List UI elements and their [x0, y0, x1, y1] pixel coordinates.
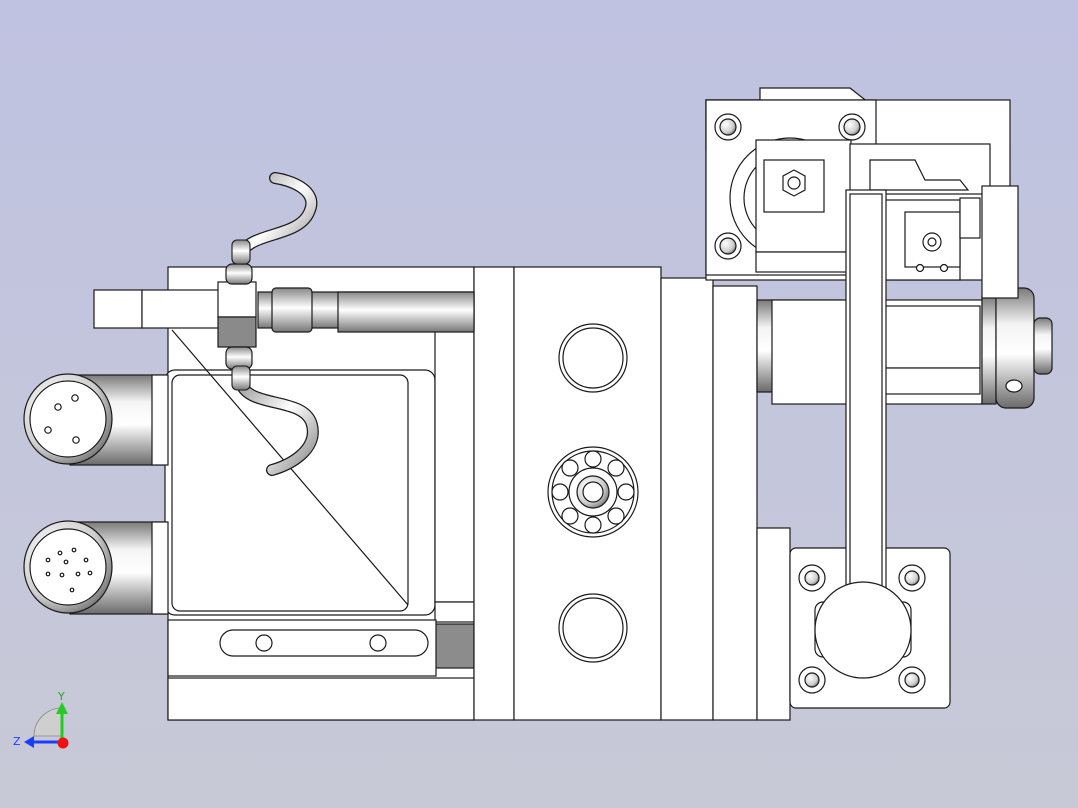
x-axis-dot — [57, 737, 69, 749]
center-plate — [473, 266, 662, 721]
connector-top — [23, 373, 169, 466]
fitting-dark-band — [217, 316, 257, 348]
y-axis-label: Y — [57, 690, 65, 703]
z-axis-arrow — [24, 736, 34, 748]
left-body — [164, 266, 475, 721]
bearing-balls — [551, 450, 635, 534]
y-axis-arrow — [56, 702, 68, 714]
lower-clamp — [798, 564, 926, 694]
connector-bottom — [23, 520, 169, 615]
rod-assembly — [93, 263, 475, 370]
dark-block — [434, 623, 475, 669]
hose-bottom — [231, 365, 319, 476]
cylinder-right — [756, 287, 1053, 409]
hose-top — [231, 172, 318, 265]
z-axis-label: Z — [13, 735, 21, 748]
axis-triad: Y Z — [13, 690, 69, 749]
